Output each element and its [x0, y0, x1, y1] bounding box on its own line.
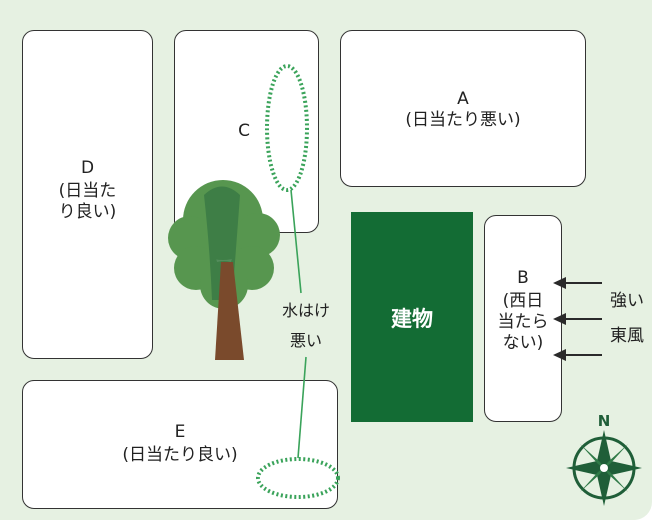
- drainage-label: 水はけ 悪い: [281, 301, 330, 350]
- wind-label-strong: 強い: [610, 291, 644, 311]
- plot-b: [484, 215, 562, 422]
- plot-a: [340, 30, 586, 187]
- wind-label-east-wind: 東風: [610, 326, 644, 346]
- plot-d-note: (日当た り良い): [58, 181, 117, 222]
- plot-b-letter: B: [517, 268, 529, 288]
- compass-north-label: N: [597, 412, 611, 430]
- plot-a-note: (日当たり悪い): [405, 110, 521, 130]
- drainage-zone-icon: [256, 64, 340, 499]
- plot-e-letter: E: [174, 422, 186, 442]
- plot-d-letter: D: [80, 158, 95, 178]
- building-label: 建物: [391, 307, 433, 331]
- compass-icon: [566, 430, 642, 506]
- plot-d: [22, 30, 153, 359]
- plot-e: [22, 380, 338, 509]
- wind-arrow-icon: [553, 277, 602, 361]
- plot-a-letter: A: [457, 89, 469, 109]
- tree-icon: [168, 180, 280, 360]
- plot-c-letter: C: [238, 121, 250, 141]
- plot-b-note: (西日 当たら ない): [497, 291, 549, 353]
- building: [351, 212, 473, 422]
- plot-e-note: (日当たり良い): [122, 445, 238, 465]
